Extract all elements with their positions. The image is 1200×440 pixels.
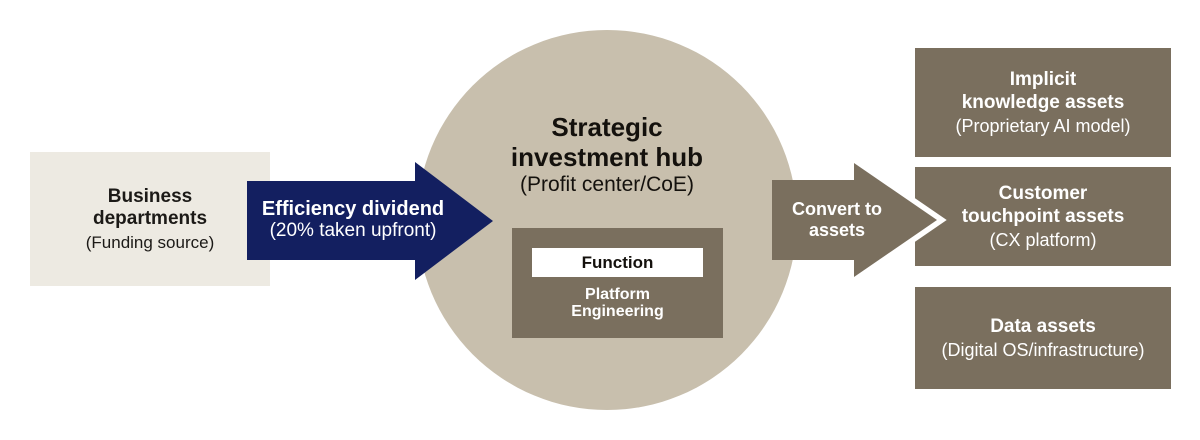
funding-box-title: Business departments [92, 185, 208, 229]
asset-box-data-assets: Data assets (Digital OS/infrastructure) [915, 287, 1171, 389]
hub-text-block: Strategic investment hub (Profit center/… [457, 112, 757, 198]
asset-box-subtitle: (CX platform) [989, 230, 1097, 250]
asset-box-subtitle: (Digital OS/infrastructure) [941, 340, 1145, 360]
convert-arrow-label: Convert to assets [792, 199, 882, 240]
asset-box-implicit-knowledge: Implicit knowledge assets (Proprietary A… [915, 48, 1171, 157]
function-header-label: Function [532, 248, 703, 277]
strategic-hub-circle [417, 30, 797, 410]
efficiency-arrow-label-block: Efficiency dividend (20% taken upfront) [250, 198, 456, 242]
hub-title: Strategic investment hub [510, 112, 704, 172]
funding-source-box: Business departments (Funding source) [30, 152, 270, 286]
asset-box-title: Customer touchpoint assets [961, 183, 1125, 227]
efficiency-arrow-label: Efficiency dividend [261, 198, 445, 220]
asset-box-customer-touchpoint: Customer touchpoint assets (CX platform) [915, 167, 1171, 266]
efficiency-arrow-sublabel: (20% taken upfront) [269, 220, 437, 241]
asset-box-title: Data assets [990, 316, 1096, 337]
hub-subtitle: (Profit center/CoE) [520, 173, 694, 196]
funding-box-subtitle: (Funding source) [85, 232, 215, 252]
asset-box-subtitle: (Proprietary AI model) [955, 116, 1131, 136]
function-box: Function Platform Engineering [512, 228, 723, 338]
asset-box-title: Implicit knowledge assets [961, 69, 1125, 113]
function-body-label: Platform Engineering [571, 286, 664, 320]
